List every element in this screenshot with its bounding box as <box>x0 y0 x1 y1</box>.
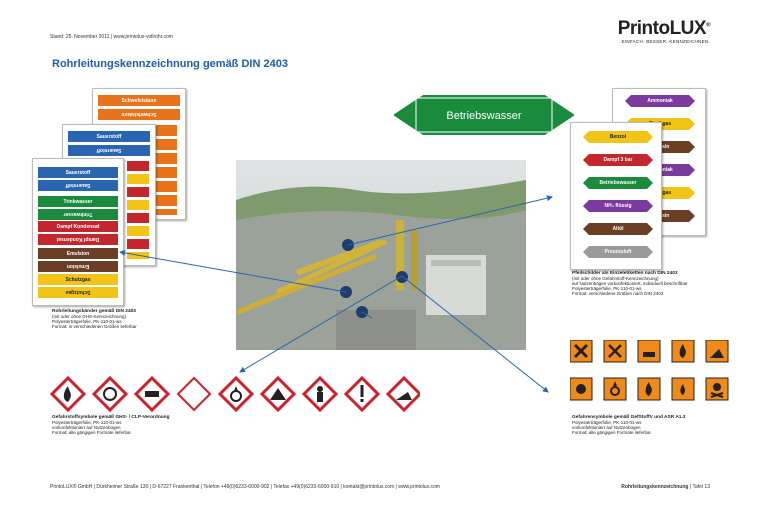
hazard-corrosive-icon <box>637 340 661 363</box>
ghs-explosive-icon <box>259 376 297 412</box>
tape-row-dampf: Dampf Kondensat <box>38 221 118 232</box>
sign-benzol: Benzol <box>583 131 653 143</box>
ghs-exclamation-icon <box>343 376 381 412</box>
footer-address: PrintoLUX® GmbH | Dürkheimer Straße 130 … <box>50 484 440 490</box>
ghs-pictogram-row <box>50 376 420 412</box>
page-title: Rohrleitungskennzeichnung gemäß DIN 2403 <box>52 58 288 70</box>
logo-slogan: EINFACH. BESSER. KENNZEICHNEN. <box>621 39 710 44</box>
tape-row: Sauerstoff <box>68 131 150 142</box>
industrial-plant-photo <box>236 160 526 350</box>
ghs-oxidizer-icon <box>217 376 255 412</box>
sign-prozessluft: Prozessluft <box>583 246 653 258</box>
tape-row-trinkwasser: Trinkwasser <box>38 196 118 207</box>
sign-betriebswasser: Betriebswasser <box>583 177 653 189</box>
ghs-empty-icon <box>176 376 212 412</box>
sign-altoel: Altöl <box>583 223 653 235</box>
sign-dampf: Dampf 3 bar <box>583 154 653 166</box>
hazard-flame-small-icon <box>671 377 695 401</box>
ghs-flame-icon <box>50 376 87 412</box>
hazard-symbol-grid <box>570 340 729 401</box>
ghs-health-hazard-icon <box>301 376 339 412</box>
hazard-toxic-icon <box>705 377 729 401</box>
logo-text: PrintoLUX <box>617 18 707 39</box>
ghs-environment-icon <box>385 376 420 412</box>
tape-stripes <box>153 125 177 215</box>
tape-row-sauerstoff: Sauerstoff <box>38 167 118 178</box>
pipe-tape-card-front: Sauerstoff Sauerstoff Trinkwasser Trinkw… <box>32 158 124 306</box>
tape-row: Schwefelsäure <box>98 95 180 106</box>
header-stand: Stand: 25. November 2011 | www.printolux… <box>50 34 173 40</box>
ghs-exclamation-alt-icon <box>91 376 129 412</box>
right-caption: Pfeilschilder als Einzeletiketten nach D… <box>572 271 688 296</box>
footer-page: Rohrleitungskennzeichnung | Tafel 13 <box>621 484 710 490</box>
sign-nh3: NH₃ flüssig <box>583 200 653 212</box>
hazard-oxidizer-icon <box>603 377 627 401</box>
banner-label: Betriebswasser <box>446 110 522 122</box>
hazard-explosive-icon <box>570 377 593 401</box>
ghs-corrosion-icon <box>133 376 171 412</box>
pipe-sign-card-front: Benzol Dampf 3 bar Betriebswasser NH₃ fl… <box>570 122 662 270</box>
brand-logo: PrintoLUX® EINFACH. BESSER. KENNZEICHNEN… <box>617 18 711 44</box>
sign-row: Ammoniak <box>625 95 695 107</box>
tape-stripes <box>127 161 149 259</box>
betriebswasser-banner: Betriebswasser <box>394 95 574 135</box>
tape-row-emulsion: Emulsion <box>38 248 118 259</box>
hazard-cross-icon <box>570 340 593 363</box>
hazard-caption: Gefahrensymbole gemäß GefStoffV und ASR … <box>572 415 686 435</box>
tape-row-schutzgas: Schutzgas <box>38 274 118 285</box>
left-caption: Rohrleitungsbänder gemäß DIN 2403 (mit o… <box>52 309 137 329</box>
hazard-flame-icon <box>671 340 695 363</box>
hazard-flame-alt-icon <box>637 377 661 401</box>
hazard-cross-alt-icon <box>603 340 627 363</box>
ghs-caption: Gefahrstoffsymbole gemäß GHS- / CLP-Vero… <box>52 415 170 435</box>
hazard-environment-icon <box>705 340 729 363</box>
